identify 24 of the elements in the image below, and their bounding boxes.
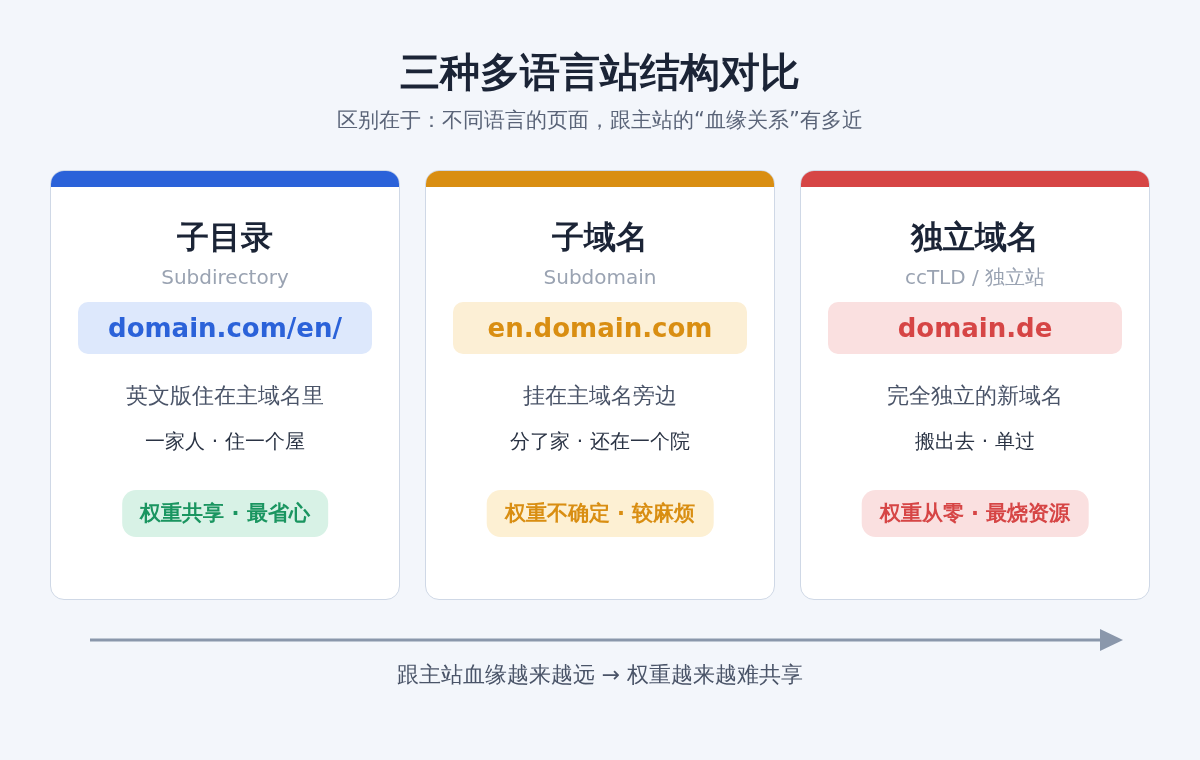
arrow-caption: 跟主站血缘越来越远 → 权重越来越难共享 <box>395 661 805 689</box>
tagline: 搬出去 · 单过 <box>914 428 1036 455</box>
domain-pill: domain.de <box>828 302 1122 354</box>
badge: 权重从零 · 最烧资源 <box>861 490 1089 537</box>
card <box>425 170 775 600</box>
description: 英文版住在主域名里 <box>125 382 325 410</box>
domain-pill: domain.com/en/ <box>78 302 372 354</box>
domain-pill: en.domain.com <box>453 302 747 354</box>
tagline: 分了家 · 还在一个院 <box>509 428 691 455</box>
subtitle: 区别在于：不同语言的页面，跟主站的“血缘关系”有多近 <box>336 107 864 134</box>
card-title: 子目录 <box>176 217 274 258</box>
card <box>50 170 400 600</box>
description: 挂在主域名旁边 <box>522 382 678 410</box>
card-title: 子域名 <box>551 217 649 258</box>
card-subtitle: ccTLD / 独立站 <box>903 264 1047 291</box>
title: 三种多语言站结构对比 <box>399 48 801 97</box>
card-title: 独立域名 <box>909 217 1040 258</box>
card-subtitle: Subdirectory <box>160 264 290 291</box>
badge: 权重共享 · 最省心 <box>122 490 328 537</box>
tagline: 一家人 · 住一个屋 <box>144 428 306 455</box>
card-subtitle: Subdomain <box>542 264 658 291</box>
badge: 权重不确定 · 较麻烦 <box>486 490 714 537</box>
description: 完全独立的新域名 <box>886 382 1064 410</box>
card <box>800 170 1150 600</box>
